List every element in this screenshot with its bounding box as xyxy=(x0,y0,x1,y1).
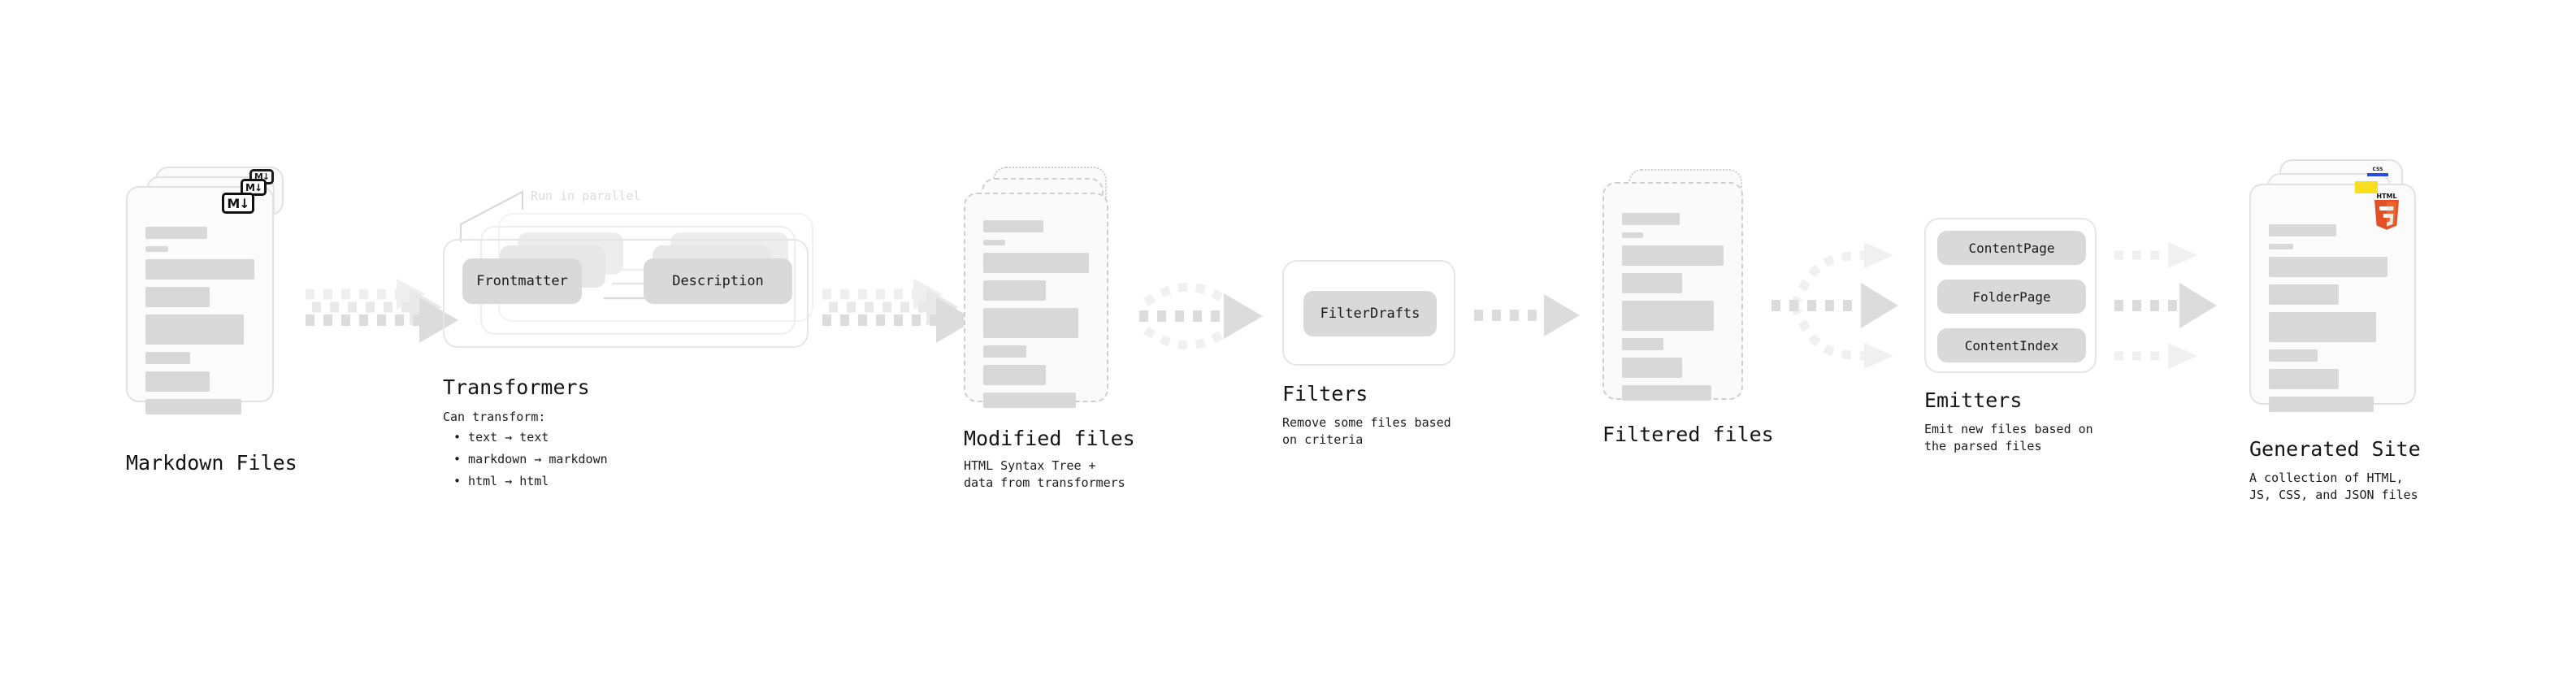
stage-markdown-files: M↓ M↓ M↓ xyxy=(126,167,313,435)
markdown-icon-mid: M↓ xyxy=(241,179,267,196)
run-in-parallel-label: Run in parallel xyxy=(531,189,641,203)
emitters-title: Emitters xyxy=(1924,388,2023,412)
stage-generated-site: CSS HTML xyxy=(2249,159,2444,436)
markdown-icon: M↓ xyxy=(222,193,254,214)
modified-files-title: Modified files xyxy=(964,427,1135,450)
html5-icon: HTML xyxy=(2373,193,2400,232)
filters-subtitle: Remove some files based on criteria xyxy=(1282,415,1451,448)
modified-files-subtitle: HTML Syntax Tree + data from transformer… xyxy=(964,458,1125,491)
stage-filtered-files xyxy=(1602,169,1789,437)
filtered-doc-stack xyxy=(1602,169,1789,437)
markdown-card-main xyxy=(126,186,274,414)
transformers-title: Transformers xyxy=(443,375,590,399)
markdown-placeholder-lines xyxy=(145,227,254,422)
html5-shield xyxy=(2373,200,2400,232)
markdown-doc-stack: M↓ M↓ M↓ xyxy=(126,167,313,435)
chip-description[interactable]: Description xyxy=(644,258,792,304)
filtered-card-main xyxy=(1602,182,1743,401)
arrow-emitters-to-site xyxy=(2114,242,2217,369)
generated-doc-stack: CSS HTML xyxy=(2249,159,2444,436)
filters-title: Filters xyxy=(1282,382,1368,406)
transformers-bullet-0: • text → text xyxy=(453,430,549,445)
arrow-filters-to-filtered xyxy=(1474,294,1580,336)
generated-site-title: Generated Site xyxy=(2249,437,2421,461)
stage-modified-files xyxy=(964,167,1151,435)
arrow-filtered-to-emitters xyxy=(1772,242,1898,369)
transformer-group-main: Frontmatter Description xyxy=(443,239,809,348)
modified-card-main xyxy=(964,193,1108,408)
filters-group-box: FilterDrafts xyxy=(1282,260,1455,366)
generated-site-subtitle: A collection of HTML, JS, CSS, and JSON … xyxy=(2249,471,2418,503)
markdown-files-title: Markdown Files xyxy=(126,451,297,475)
filtered-files-title: Filtered files xyxy=(1602,423,1774,446)
js-icon xyxy=(2355,181,2378,193)
filtered-placeholder-lines xyxy=(1622,213,1724,408)
modified-placeholder-lines xyxy=(983,220,1089,415)
emitters-group-box: ContentPage FolderPage ContentIndex xyxy=(1924,218,2097,373)
transformers-bullet-2: • html → html xyxy=(453,474,549,488)
transformers-subtitle: Can transform: xyxy=(443,410,546,424)
chip-frontmatter[interactable]: Frontmatter xyxy=(462,258,582,304)
modified-doc-stack xyxy=(964,167,1151,435)
chip-folderpage[interactable]: FolderPage xyxy=(1937,280,2086,314)
chip-filterdrafts[interactable]: FilterDrafts xyxy=(1303,291,1437,336)
generated-placeholder-lines xyxy=(2269,224,2396,419)
css-icon: CSS xyxy=(2367,167,2388,176)
chip-contentindex[interactable]: ContentIndex xyxy=(1937,328,2086,362)
chip-contentpage[interactable]: ContentPage xyxy=(1937,231,2086,265)
transformers-bullet-1: • markdown → markdown xyxy=(453,452,608,466)
arrow-transformers-to-modified xyxy=(822,279,975,343)
emitters-subtitle: Emit new files based on the parsed files xyxy=(1924,422,2093,454)
arrow-modified-to-filters xyxy=(1139,282,1263,350)
